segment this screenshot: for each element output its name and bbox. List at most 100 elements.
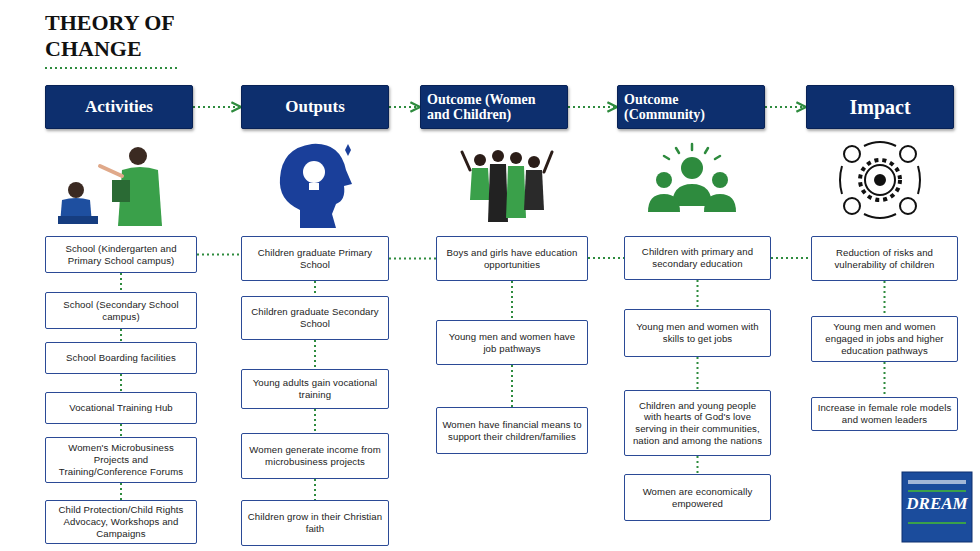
process-box: Boys and girls have education opportunit… [436, 236, 588, 281]
process-box: Women are economically empowered [624, 474, 771, 521]
box-text: Children with primary and secondary educ… [629, 246, 766, 269]
box-text: Outcome (Community) [624, 92, 758, 123]
dotted-connector [314, 409, 316, 433]
box-text: Children graduate Primary School [246, 247, 384, 270]
logo-stripe [908, 480, 966, 484]
box-text: Children grow in their Christian faith [246, 511, 384, 534]
stage-header: Outcome (Community) [617, 85, 765, 129]
box-text: Outcome (Women and Children) [427, 92, 561, 123]
logo-stripe [908, 490, 966, 492]
box-text: Children graduate Secondary School [246, 306, 384, 329]
box-text: Impact [813, 96, 947, 118]
box-text: School (Kindergarten and Primary School … [50, 243, 192, 266]
ray-lines [664, 144, 720, 159]
process-box: Children with primary and secondary educ… [624, 236, 771, 280]
process-box: Increase in female role models and women… [811, 397, 958, 431]
dotted-arrow [765, 106, 806, 108]
head-silhouette [280, 144, 352, 228]
lightbulb-base [309, 183, 319, 190]
box-text: Women are economically empowered [629, 486, 766, 509]
process-box: School (Kindergarten and Primary School … [45, 236, 197, 273]
dotted-connector [697, 456, 699, 474]
child-head [68, 182, 84, 198]
dotted-connector [314, 340, 316, 369]
cycle-arrows [840, 142, 920, 218]
gear-shape [865, 165, 895, 195]
box-text: Reduction of risks and vulnerability of … [816, 247, 953, 270]
process-box: Children and young people with hearts of… [624, 390, 771, 456]
gear-teeth [860, 160, 900, 200]
impact-cycle-icon [840, 142, 920, 218]
box-text: Increase in female role models and women… [816, 402, 953, 425]
teacher-child-icon [58, 147, 162, 226]
head-lightbulb-icon [280, 144, 352, 228]
dotted-connector [511, 365, 513, 407]
box-text: Women generate income from microbusiness… [246, 444, 384, 467]
box-text: Women have financial means to support th… [441, 419, 583, 442]
process-box: Women generate income from microbusiness… [241, 433, 389, 479]
person-head [474, 154, 486, 166]
box-text: Activities [52, 98, 186, 117]
title-underline [45, 67, 180, 69]
raised-arms [462, 152, 552, 172]
dotted-connector [120, 483, 122, 500]
box-text: Young men and women with skills to get j… [629, 321, 766, 344]
person-head [712, 172, 728, 188]
box-text: School (Secondary School campus) [50, 299, 192, 322]
dotted-connector [389, 258, 436, 260]
box-text: Young adults gain vocational training [246, 377, 384, 400]
person-head [510, 152, 522, 164]
person-head [656, 172, 672, 188]
stage-header: Outputs [241, 85, 389, 129]
teacher-head [129, 147, 147, 165]
stage-header: Impact [806, 85, 954, 129]
person-head [681, 157, 703, 179]
dotted-connector [120, 374, 122, 392]
box-text: Child Protection/Child Rights Advocacy, … [50, 504, 192, 539]
book-shape [112, 180, 130, 202]
box-text: Young men and women engaged in jobs and … [816, 321, 953, 356]
small-icon [900, 146, 916, 162]
lightbulb-shape [303, 161, 325, 183]
dotted-connector [771, 257, 811, 259]
logo-stripe [908, 522, 966, 524]
diagram-title: THEORY OF CHANGE [45, 10, 205, 63]
process-box: Vocational Training Hub [45, 392, 197, 424]
dotted-connector [120, 273, 122, 292]
process-box: Children grow in their Christian faith [241, 500, 389, 546]
dotted-connector [120, 329, 122, 342]
box-text: School Boarding facilities [50, 352, 192, 364]
dotted-connector [314, 479, 316, 500]
dotted-connector [697, 357, 699, 390]
teacher-arm [100, 166, 122, 176]
box-text: Young men and women have job pathways [441, 331, 583, 354]
dotted-connector [697, 280, 699, 309]
process-box: Young men and women with skills to get j… [624, 309, 771, 357]
dotted-connector [511, 281, 513, 320]
sparkle-shape [345, 144, 351, 156]
person-body [648, 194, 680, 212]
small-icon [900, 198, 916, 214]
process-box: Child Protection/Child Rights Advocacy, … [45, 500, 197, 544]
person-body [506, 166, 526, 218]
dotted-connector [197, 254, 241, 256]
logo-text: DREAM [902, 494, 972, 514]
box-text: Children and young people with hearts of… [629, 400, 766, 447]
dotted-connector [884, 362, 886, 397]
process-box: Young men and women have job pathways [436, 320, 588, 365]
stage-header: Outcome (Women and Children) [420, 85, 568, 129]
box-text: Women's Microbusiness Projects and Train… [50, 442, 192, 477]
box-text: Outputs [248, 98, 382, 117]
desk-shape [58, 216, 98, 224]
small-icon [844, 198, 860, 214]
process-box: Young adults gain vocational training [241, 369, 389, 409]
stage-header: Activities [45, 85, 193, 129]
box-text: Vocational Training Hub [50, 402, 192, 414]
process-box: Reduction of risks and vulnerability of … [811, 236, 958, 281]
process-box: Children graduate Primary School [241, 236, 389, 281]
process-box: Women have financial means to support th… [436, 407, 588, 454]
gear-center [875, 175, 885, 185]
process-box: Young men and women engaged in jobs and … [811, 316, 958, 362]
people-group-icon [462, 150, 552, 222]
